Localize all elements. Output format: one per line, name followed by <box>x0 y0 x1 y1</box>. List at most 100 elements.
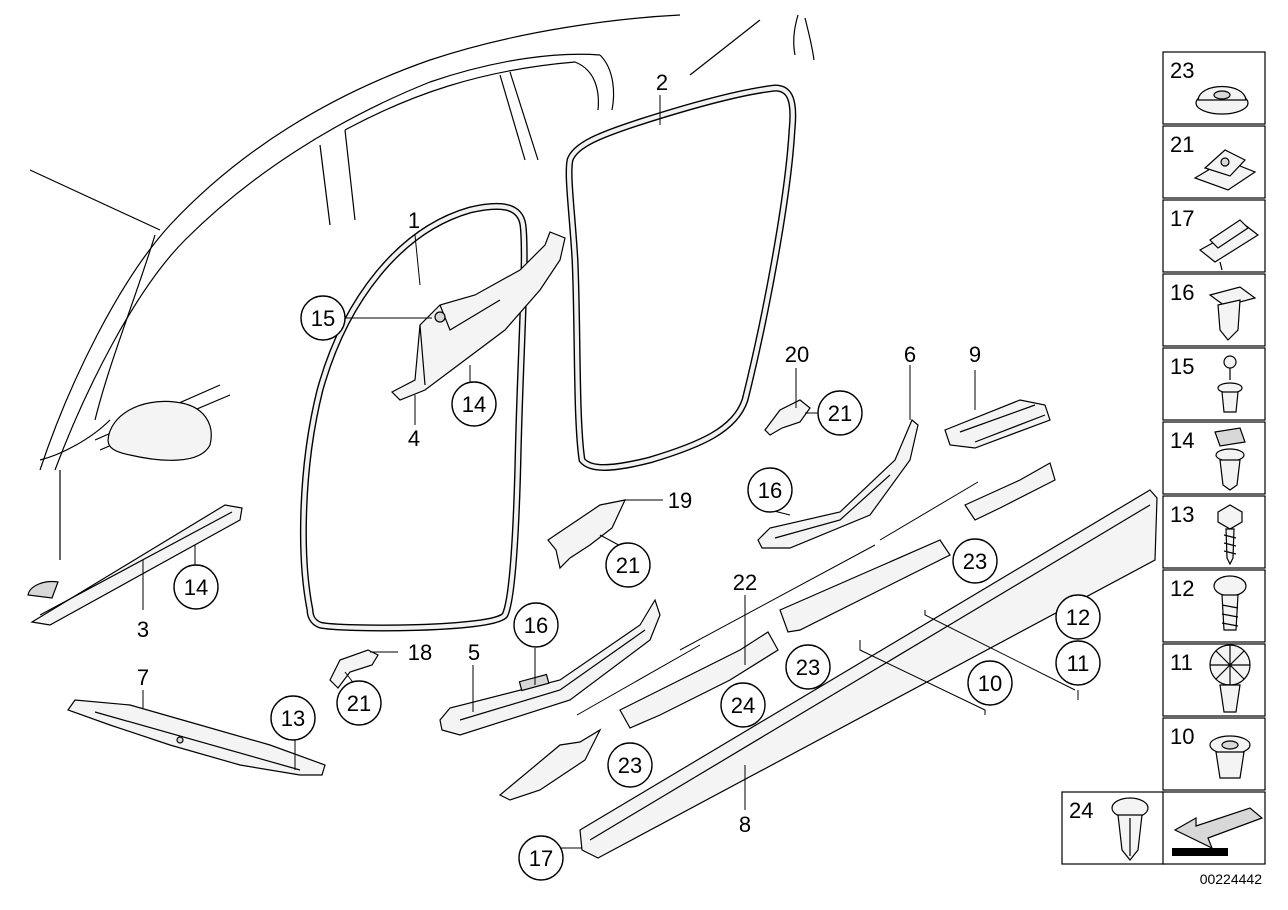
svg-text:16: 16 <box>524 613 548 638</box>
legend-row-24: 24 <box>1061 791 1165 865</box>
callout-17: 17 <box>518 835 564 881</box>
svg-text:23: 23 <box>796 655 820 680</box>
svg-text:14: 14 <box>184 575 208 600</box>
callout-23-a: 23 <box>952 538 998 584</box>
svg-text:14: 14 <box>462 392 486 417</box>
label-7: 7 <box>137 665 149 690</box>
pillar-trim-4 <box>390 231 566 401</box>
legend-row-14: 14 <box>1162 421 1266 495</box>
expanding-nut-icon <box>1209 735 1251 779</box>
door-seal-rear <box>565 84 797 471</box>
label-2: 2 <box>656 70 668 95</box>
reference-lines <box>576 481 1076 716</box>
clip-nut-icon <box>1193 149 1257 191</box>
callout-16-a: 16 <box>513 602 559 648</box>
legend-row-arrow <box>1162 791 1266 865</box>
svg-text:11: 11 <box>1170 650 1193 675</box>
svg-text:17: 17 <box>1170 206 1194 231</box>
label-19: 19 <box>668 488 692 513</box>
sill-strip-3 <box>30 504 243 626</box>
legend-row-12: 12 <box>1162 569 1266 643</box>
callout-15: 15 <box>300 295 346 341</box>
svg-text:24: 24 <box>1069 798 1093 823</box>
callout-21-a: 21 <box>336 680 382 726</box>
svg-text:23: 23 <box>963 549 987 574</box>
callout-23-b: 23 <box>785 644 831 690</box>
svg-text:13: 13 <box>1170 502 1194 527</box>
plain-labels: 1 2 3 4 5 6 7 8 9 18 19 20 22 <box>137 70 981 837</box>
cap-icon <box>1195 86 1249 115</box>
fastener-legend: 23 21 17 <box>1061 51 1266 865</box>
label-8: 8 <box>739 812 751 837</box>
bracket-18 <box>329 649 379 689</box>
push-clip-icon <box>1214 427 1246 491</box>
label-1: 1 <box>408 208 420 233</box>
svg-text:21: 21 <box>1170 132 1194 157</box>
callout-21-c: 21 <box>817 390 863 436</box>
label-18: 18 <box>408 640 432 665</box>
svg-text:16: 16 <box>1170 280 1194 305</box>
svg-text:21: 21 <box>828 401 852 426</box>
label-6: 6 <box>904 342 916 367</box>
label-22: 22 <box>733 570 757 595</box>
callout-12: 12 <box>1055 594 1101 640</box>
bracket-20 <box>764 399 811 436</box>
callout-14-a: 14 <box>451 381 497 427</box>
circled-callouts: 15 14 14 13 21 16 21 21 <box>173 295 1101 881</box>
label-3: 3 <box>137 617 149 642</box>
hex-screw-icon <box>1217 504 1243 566</box>
legend-row-16: 16 <box>1162 273 1266 347</box>
legend-row-15: 15 <box>1162 347 1266 421</box>
callout-11: 11 <box>1055 640 1101 686</box>
svg-text:14: 14 <box>1170 428 1194 453</box>
legend-row-23: 23 <box>1162 51 1266 125</box>
svg-text:10: 10 <box>1170 724 1194 749</box>
forward-arrow-icon <box>1172 807 1264 856</box>
entrance-cover-5 <box>439 598 661 736</box>
expanding-clip-icon <box>1208 286 1257 341</box>
sill-supports <box>498 462 1056 801</box>
svg-text:12: 12 <box>1170 576 1194 601</box>
svg-text:23: 23 <box>1170 58 1194 83</box>
svg-text:13: 13 <box>281 706 305 731</box>
fastening-strip-9 <box>944 399 1051 449</box>
callout-10: 10 <box>967 660 1013 706</box>
svg-text:11: 11 <box>1067 651 1090 676</box>
document-number: 00224442 <box>1200 871 1263 887</box>
callout-14-b: 14 <box>173 564 219 610</box>
callout-23-c: 23 <box>607 742 653 788</box>
retainer-clip-icon <box>1198 219 1260 271</box>
label-5: 5 <box>468 640 480 665</box>
bracket-19 <box>547 499 627 570</box>
svg-text:15: 15 <box>311 306 335 331</box>
legend-row-21: 21 <box>1162 125 1266 199</box>
side-sill-8 <box>579 489 1158 859</box>
legend-row-11: 11 <box>1162 643 1266 717</box>
floor-panel-7 <box>67 699 326 776</box>
label-9: 9 <box>969 342 981 367</box>
svg-text:15: 15 <box>1170 354 1194 379</box>
entrance-cover-6 <box>757 419 919 549</box>
callout-16-b: 16 <box>747 467 793 513</box>
svg-text:23: 23 <box>618 753 642 778</box>
svg-text:21: 21 <box>616 553 640 578</box>
car-body-outline <box>27 14 815 599</box>
blind-rivet-icon <box>1217 355 1243 413</box>
callout-24: 24 <box>720 682 766 728</box>
spreading-rivet-icon <box>1209 644 1251 713</box>
plastic-rivet-icon <box>1111 797 1149 861</box>
label-20: 20 <box>785 342 809 367</box>
label-4: 4 <box>408 426 420 451</box>
svg-text:17: 17 <box>529 846 553 871</box>
torx-screw-icon <box>1213 575 1247 631</box>
legend-row-13: 13 <box>1162 495 1266 569</box>
svg-text:21: 21 <box>347 691 371 716</box>
legend-row-17: 17 <box>1162 199 1266 273</box>
callout-13: 13 <box>270 695 316 741</box>
callout-21-b: 21 <box>605 542 651 588</box>
svg-text:12: 12 <box>1066 605 1090 630</box>
svg-text:16: 16 <box>758 478 782 503</box>
svg-text:10: 10 <box>978 671 1002 696</box>
legend-row-10: 10 <box>1162 717 1266 791</box>
svg-text:24: 24 <box>731 693 755 718</box>
